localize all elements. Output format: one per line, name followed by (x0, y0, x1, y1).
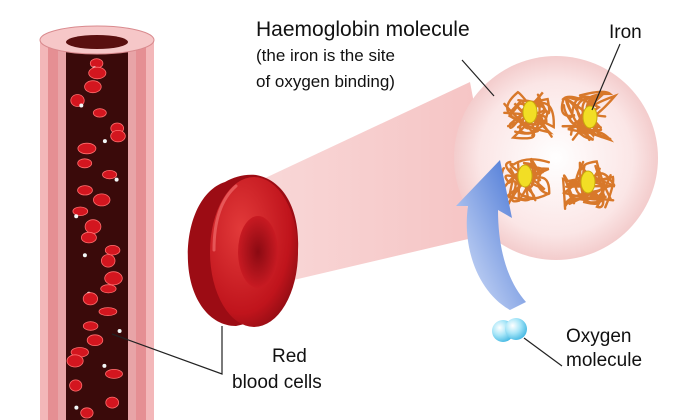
protein-chain (561, 161, 599, 211)
protein-chain (569, 90, 614, 136)
oxygen-label-line1: Oxygen (566, 326, 632, 347)
vessel-white-particle (102, 363, 107, 368)
zoom-cone (248, 82, 498, 286)
rbc-label-line2: blood cells (232, 372, 322, 393)
oxygen-molecule-icon (492, 318, 527, 342)
blood-vessel-icon (39, 25, 155, 420)
oxygen-leader-line (523, 337, 563, 367)
vessel-red-cell (86, 334, 104, 347)
vessel-red-cell (80, 407, 94, 419)
vessel-red-cell (105, 396, 119, 409)
vessel-white-particle (114, 177, 119, 182)
vessel-red-cell (102, 170, 118, 180)
vessel-red-cell (84, 80, 102, 94)
vessel-red-cell (92, 193, 111, 207)
vessel-red-cell (69, 379, 83, 392)
vessel-white-particle (74, 405, 79, 410)
vessel-white-particle (74, 214, 79, 219)
vessel-red-cell (81, 231, 97, 244)
haemoglobin-note-line1: (the iron is the site (256, 46, 395, 65)
vessel-red-cell (92, 108, 107, 118)
protein-chain (578, 124, 615, 143)
vessel-red-cell (104, 244, 121, 256)
vessel-red-cell (100, 284, 117, 294)
haemoglobin-leader-line (461, 59, 495, 97)
vessel-red-cell (70, 94, 85, 107)
vessel-red-cell (77, 158, 93, 169)
vessel-red-cell (105, 368, 123, 379)
vessel-red-cell (110, 130, 126, 143)
haemoglobin-note-line2: of oxygen binding) (256, 72, 395, 91)
rbc-leader-line (111, 326, 223, 375)
vessel-white-particle (79, 103, 84, 108)
vessel-red-cell (77, 185, 93, 196)
vessel-white-particle (117, 329, 122, 333)
haemoglobin-title: Haemoglobin molecule (256, 18, 470, 41)
vessel-cells (66, 58, 126, 420)
heme-iron-sites (517, 100, 598, 194)
vessel-red-cell (72, 206, 89, 217)
vessel-red-cell (89, 58, 104, 69)
vessel-white-particle (82, 253, 87, 258)
vessel-red-cell (100, 254, 116, 268)
protein-chain (521, 101, 555, 129)
red-blood-cell-icon (187, 174, 299, 327)
iron-label: Iron (609, 22, 642, 43)
iron-leader-line (591, 43, 621, 111)
vessel-red-cell (98, 307, 118, 317)
vessel-red-cell (82, 292, 99, 306)
vessel-red-cell (82, 321, 99, 331)
vessel-red-cell (84, 219, 102, 234)
vessel-red-cell (104, 271, 123, 286)
vessel-red-cell (77, 142, 97, 155)
vessel-red-cell (88, 66, 107, 80)
rbc-label-line1: Red (272, 346, 307, 367)
oxygen-label-line2: molecule (566, 350, 643, 371)
vessel-white-particle (102, 139, 107, 144)
binding-arrow (456, 160, 526, 310)
vessel-red-cell (66, 354, 84, 368)
